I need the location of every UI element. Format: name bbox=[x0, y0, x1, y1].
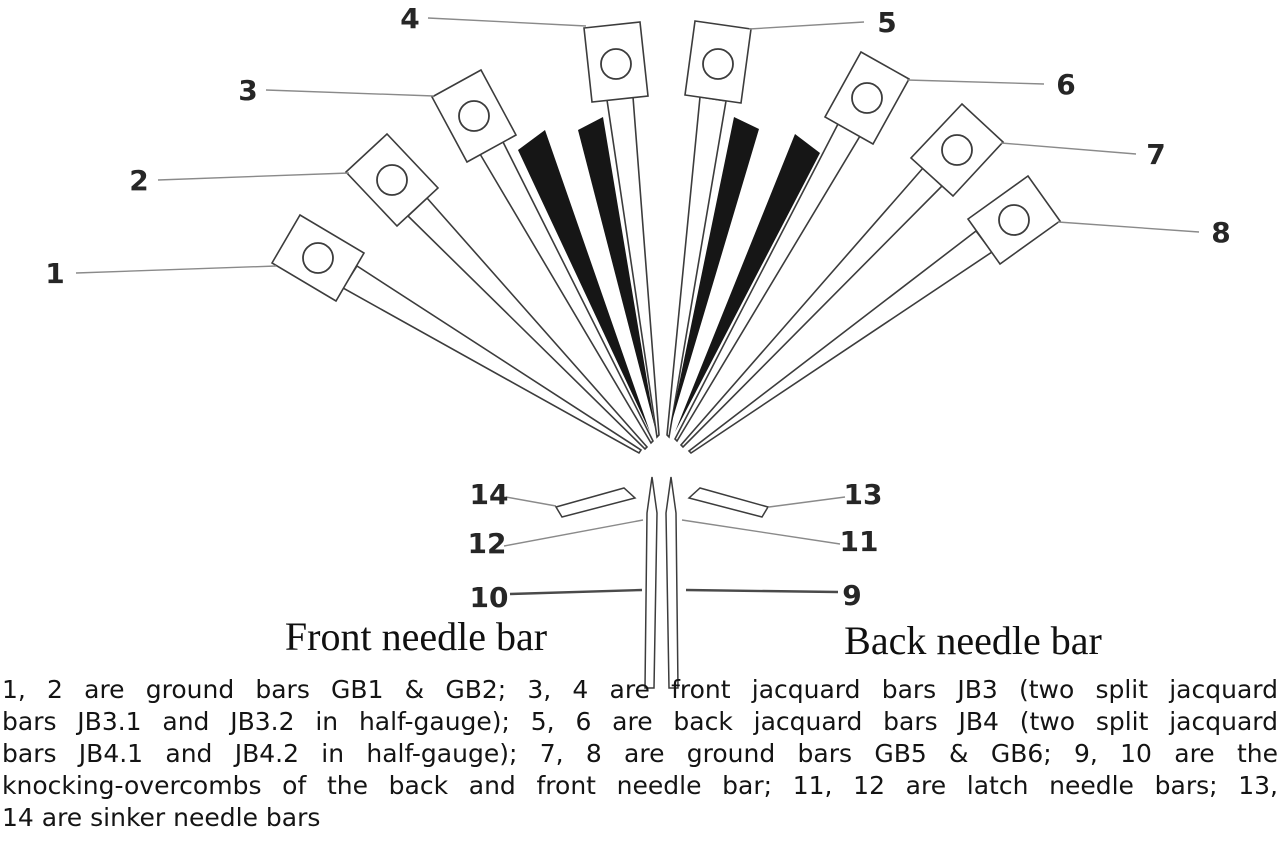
label-bar-4: 4 bbox=[400, 2, 419, 35]
caption-line-3: bars JB4.1 and JB4.2 in half-gauge); 7, … bbox=[2, 739, 1278, 768]
caption-line-1: 1, 2 are ground bars GB1 & GB2; 3, 4 are… bbox=[2, 675, 1278, 704]
leader-6 bbox=[906, 79, 1045, 85]
leader-8 bbox=[1057, 221, 1200, 233]
label-part-12: 12 bbox=[468, 527, 507, 560]
back-needle-bar-label: Back needle bar bbox=[844, 618, 1102, 663]
leader-1 bbox=[75, 265, 277, 274]
jacquard-wedge-back-2 bbox=[675, 134, 820, 432]
sinker-bar-back bbox=[687, 487, 770, 518]
leader-11 bbox=[681, 519, 841, 545]
guide-bar-3 bbox=[430, 68, 654, 445]
label-bar-2: 2 bbox=[129, 164, 148, 197]
guide-bar-1 bbox=[270, 213, 643, 455]
guide-bar-5-hole bbox=[702, 48, 734, 80]
guide-bar-6-hole bbox=[851, 82, 883, 114]
leader-7 bbox=[1000, 142, 1137, 155]
guide-bar-4-hole bbox=[600, 48, 632, 80]
guide-bar-7-hole bbox=[941, 134, 973, 166]
caption-line-2: bars JB3.1 and JB3.2 in half-gauge); 5, … bbox=[2, 707, 1278, 736]
caption-line-4: knocking-overcombs of the back and front… bbox=[2, 771, 1278, 800]
label-part-9: 9 bbox=[842, 579, 861, 612]
label-bar-1: 1 bbox=[45, 257, 64, 290]
caption-line-5: 14 are sinker needle bars bbox=[2, 803, 321, 832]
figure-caption: 1, 2 are ground bars GB1 & GB2; 3, 4 are… bbox=[2, 674, 1278, 834]
jacquard-wedge-front-2 bbox=[578, 117, 655, 428]
leader-2 bbox=[157, 172, 350, 181]
label-part-11: 11 bbox=[840, 525, 879, 558]
leader-13 bbox=[768, 496, 846, 508]
guide-bar-4 bbox=[583, 21, 660, 439]
guide-bar-5 bbox=[666, 20, 752, 439]
front-needle-bar-blade bbox=[644, 476, 658, 689]
guide-bar-3-hole bbox=[458, 100, 490, 132]
leader-5 bbox=[748, 21, 865, 30]
label-part-10: 10 bbox=[470, 581, 509, 614]
sinker-bar-front bbox=[554, 487, 637, 518]
leader-4 bbox=[427, 17, 587, 27]
knocking-over-comb-back bbox=[685, 588, 839, 594]
guide-bar-1-hole bbox=[302, 242, 334, 274]
guide-bar-8 bbox=[687, 174, 1062, 455]
front-needle-bar-label: Front needle bar bbox=[285, 614, 547, 659]
jacquard-wedge-back-1 bbox=[670, 117, 759, 428]
back-needle-bar-blade bbox=[665, 476, 679, 689]
label-bar-8: 8 bbox=[1211, 216, 1230, 249]
leader-12 bbox=[503, 519, 644, 547]
guide-bar-8-hole bbox=[998, 204, 1030, 236]
knocking-over-comb-front bbox=[509, 588, 643, 596]
guide-bar-6 bbox=[674, 50, 911, 443]
label-bar-7: 7 bbox=[1146, 138, 1165, 171]
label-part-14: 14 bbox=[470, 478, 509, 511]
leader-3 bbox=[265, 89, 435, 97]
guide-bar-7 bbox=[679, 102, 1005, 449]
jacquard-wedge-front-1 bbox=[518, 130, 650, 432]
label-bar-3: 3 bbox=[238, 74, 257, 107]
label-part-13: 13 bbox=[844, 478, 883, 511]
label-bar-6: 6 bbox=[1056, 68, 1075, 101]
label-bar-5: 5 bbox=[877, 6, 896, 39]
leader-14 bbox=[505, 496, 557, 507]
guide-bar-2 bbox=[344, 132, 649, 451]
guide-bar-2-hole bbox=[376, 164, 408, 196]
